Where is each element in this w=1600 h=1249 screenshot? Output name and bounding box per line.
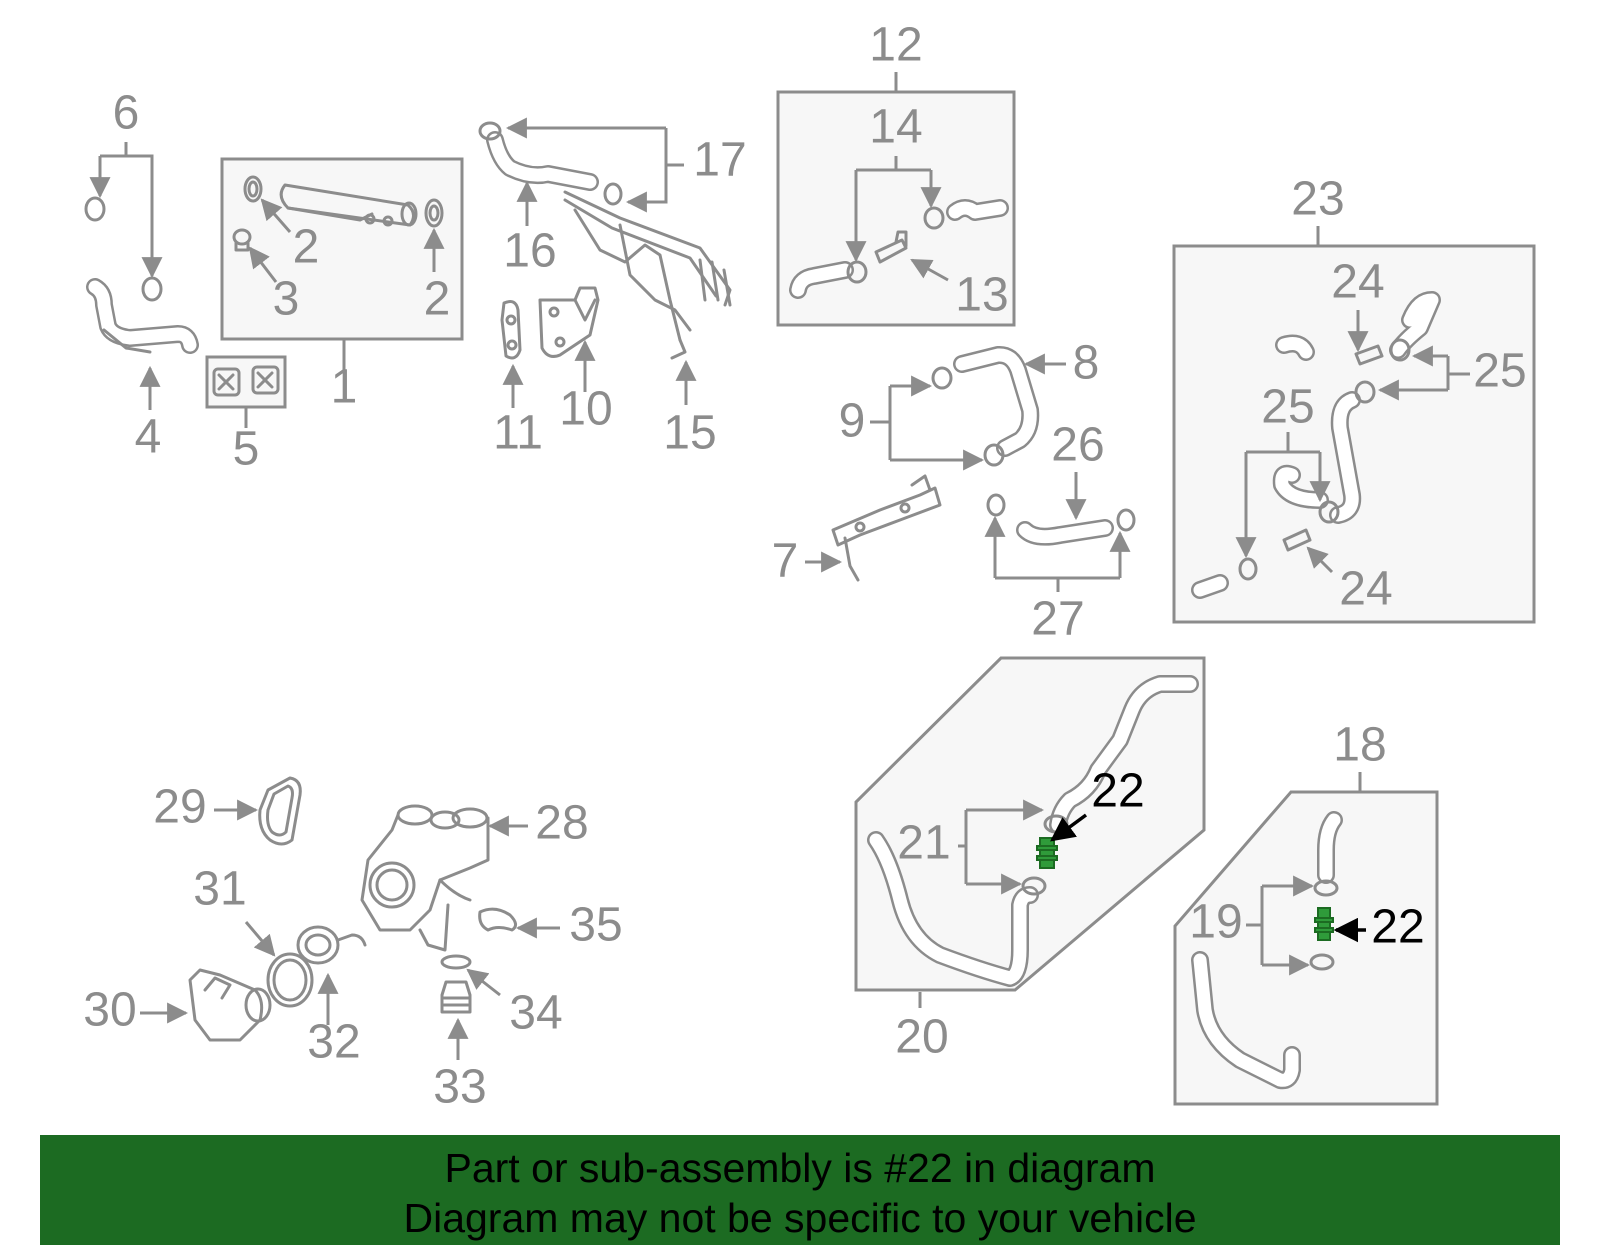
callout-5: 5: [233, 423, 260, 476]
part-24-connectors: [1282, 344, 1384, 552]
leader-22a[interactable]: [1050, 813, 1088, 842]
part-8-hose: [953, 345, 1040, 457]
leader-34: [466, 968, 501, 997]
part-27-clamps: [986, 493, 1136, 532]
callout-33: 33: [433, 1061, 486, 1114]
leader-17: [505, 117, 684, 213]
callout-13: 13: [955, 269, 1008, 322]
callout-32: 32: [307, 1016, 360, 1069]
leader-3: [248, 246, 278, 283]
group-box-18: [1173, 790, 1439, 1106]
part-31-o-ring: [266, 952, 314, 1008]
callout-17: 17: [693, 134, 746, 187]
leader-27: [984, 515, 1131, 592]
leader-25a: [1377, 345, 1470, 401]
part-13-connector: [874, 230, 908, 264]
leader-14: [845, 156, 942, 263]
part-23-hoses: [1191, 291, 1441, 599]
callout-18: 18: [1333, 719, 1386, 772]
callout-2a: 2: [293, 221, 320, 274]
banner-line-1: Part or sub-assembly is #22 in diagram: [444, 1145, 1156, 1191]
part-1-pipe-assembly: [279, 183, 418, 227]
callout-24a: 24: [1331, 256, 1384, 309]
callout-30: 30: [83, 984, 136, 1037]
part-30-water-inlet: [188, 968, 272, 1042]
group-box-5: [205, 355, 287, 409]
callout-12: 12: [869, 19, 922, 72]
callout-4: 4: [135, 411, 162, 464]
callout-19: 19: [1189, 896, 1242, 949]
part-10-water-outlet: [538, 286, 600, 358]
part-5-fasteners: [212, 365, 280, 397]
part-33-drain-plug: [440, 980, 472, 1014]
leader-24b: [1306, 546, 1334, 574]
callout-15: 15: [663, 407, 716, 460]
part-22-check-valve: [1036, 837, 1058, 869]
callout-8: 8: [1073, 337, 1100, 390]
callout-2b: 2: [424, 273, 451, 326]
leader-2a: [260, 198, 292, 233]
callout-27: 27: [1031, 593, 1084, 646]
part-34-o-ring: [440, 954, 472, 970]
part-2-o-rings: [243, 175, 444, 228]
callout-7: 7: [772, 535, 799, 588]
callout-28: 28: [535, 797, 588, 850]
part-4-coolant-pipe: [86, 278, 199, 354]
part-15-pipe-bracket: [563, 190, 732, 360]
callout-20: 20: [895, 1011, 948, 1064]
callout-29: 29: [153, 781, 206, 834]
callout-11: 11: [493, 407, 543, 460]
banner-line-2: Diagram may not be specific to your vehi…: [403, 1195, 1197, 1241]
part-14-hoses-and-clamps: [789, 199, 1009, 299]
part-22-check-valve-alt: [1314, 907, 1334, 941]
callout-25a: 25: [1473, 345, 1526, 398]
callout-26: 26: [1051, 419, 1104, 472]
part-20-hose-assembly: [867, 675, 1199, 987]
leader-19: [1246, 875, 1315, 976]
part-18-hose-assembly: [1191, 811, 1343, 1090]
part-16-hose: [486, 131, 599, 191]
callout-34: 34: [509, 987, 562, 1040]
callout-35: 35: [569, 899, 622, 952]
callout-23: 23: [1291, 173, 1344, 226]
callout-10: 10: [559, 383, 612, 436]
callout-24b: 24: [1339, 563, 1392, 616]
callout-22b[interactable]: 22: [1371, 901, 1424, 954]
leader-13: [910, 258, 949, 282]
part-19-clamps: [1309, 879, 1339, 971]
leader-31: [244, 921, 276, 957]
leader-9: [870, 375, 985, 471]
part-17-clamps: [478, 121, 623, 206]
callout-14: 14: [869, 101, 922, 154]
group-box-23: [1172, 244, 1536, 624]
callout-22a[interactable]: 22: [1091, 765, 1144, 818]
info-banner: Part or sub-assembly is #22 in diagram D…: [40, 1135, 1560, 1245]
part-29-gasket: [258, 776, 302, 846]
callout-31: 31: [193, 863, 246, 916]
part-35-seal: [478, 907, 517, 932]
part-26-hose: [1016, 519, 1114, 546]
leader-25b: [1235, 432, 1331, 559]
callout-1: 1: [331, 361, 358, 414]
callout-9: 9: [839, 395, 866, 448]
part-11-gasket: [500, 300, 522, 360]
callout-25b: 25: [1261, 381, 1314, 434]
callout-3: 3: [273, 273, 300, 326]
leader-21: [958, 799, 1045, 895]
part-3-plug: [232, 228, 252, 252]
part-7-bracket: [831, 474, 942, 582]
part-9-clamps: [931, 366, 1005, 467]
leader-6: [89, 142, 163, 279]
callout-16: 16: [503, 225, 556, 278]
callout-6: 6: [113, 87, 140, 140]
part-32-thermostat: [296, 925, 367, 965]
callout-21: 21: [897, 817, 950, 870]
part-28-housing: [360, 804, 490, 952]
